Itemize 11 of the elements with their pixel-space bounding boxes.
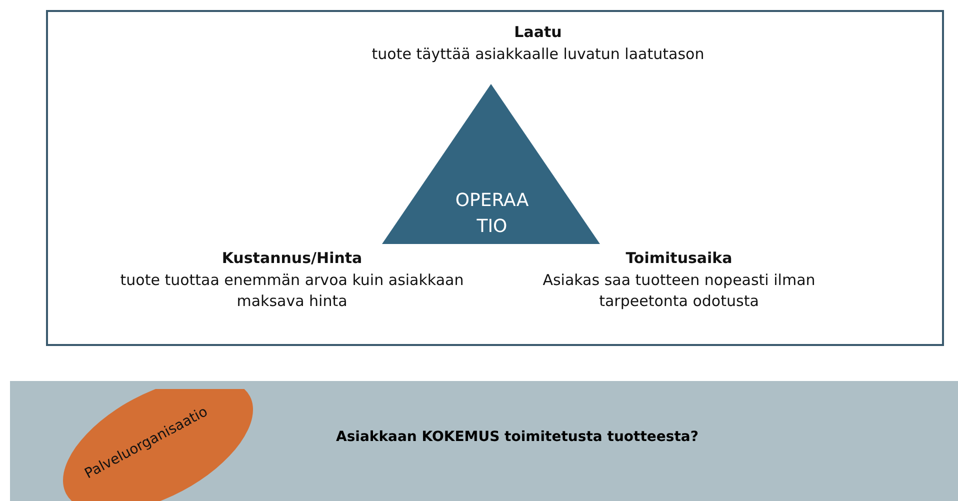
footer-band [10, 381, 958, 501]
band-text: Asiakkaan KOKEMUS toimitetusta tuotteesta? [336, 429, 698, 445]
triangle-shape [382, 84, 600, 244]
heading-text: Kustannus/Hinta [220, 248, 364, 269]
description-text: tuote tuottaa enemmän arvoa kuin asiakkaan maksava hinta [119, 270, 465, 312]
description-text: Asiakas saa tuotteen nopeasti ilman tarpeetonta odotusta [542, 270, 816, 312]
description-text: tuote täyttää asiakkaalle luvatun laatutason [370, 44, 706, 65]
content-frame [46, 10, 944, 346]
heading-text: Laatu [513, 22, 563, 43]
triangle-text: OPERAA TIO [454, 189, 530, 239]
heading-text: Toimitusaika [624, 248, 734, 269]
